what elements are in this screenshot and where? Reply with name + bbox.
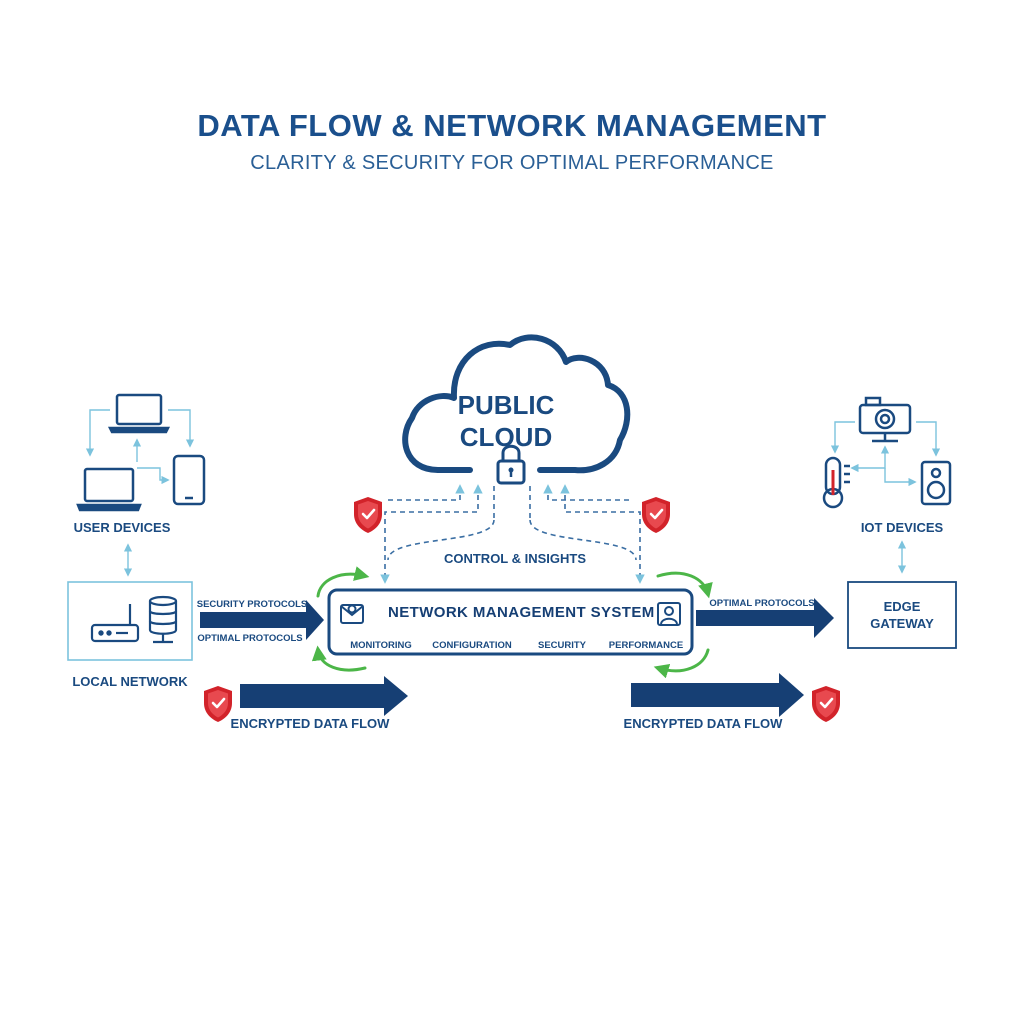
flow-label-left-top: SECURITY PROTOCOLS: [196, 599, 308, 610]
cloud-label-line1: PUBLIC: [457, 390, 555, 420]
flow-label-left-bottom: OPTIMAL PROTOCOLS: [197, 633, 303, 644]
cloud-label-line2: CLOUD: [459, 422, 553, 452]
encrypted-flow-label-left: ENCRYPTED DATA FLOW: [230, 716, 390, 731]
shield-icon-encrypted-right: [810, 684, 842, 724]
nms-title: NETWORK MANAGEMENT SYSTEM: [388, 604, 655, 621]
local-network-label: LOCAL NETWORK: [72, 674, 188, 689]
lock-icon: [496, 444, 526, 485]
nms-box: [327, 588, 694, 656]
laptop-icon: [76, 467, 142, 512]
edge-gateway-box: [847, 581, 957, 649]
control-insights-label: CONTROL & INSIGHTS: [443, 551, 587, 566]
mail-icon: [340, 604, 364, 624]
encrypted-flow-arrow-right: [631, 673, 804, 717]
encrypted-flow-arrow-left: [240, 676, 408, 716]
page-subtitle: CLARITY & SECURITY FOR OPTIMAL PERFORMAN…: [250, 152, 774, 174]
router-icon: [90, 604, 140, 643]
speaker-icon: [920, 460, 952, 506]
user-devices-group: [76, 393, 206, 512]
laptop-icon: [107, 393, 171, 434]
page-title: DATA FLOW & NETWORK MANAGEMENT: [197, 108, 827, 143]
thermometer-icon: [822, 456, 850, 509]
encrypted-flow-label-right: ENCRYPTED DATA FLOW: [623, 716, 783, 731]
cloud-connections: [380, 484, 645, 584]
user-devices-label: USER DEVICES: [73, 520, 171, 535]
shield-icon-encrypted-left: [202, 684, 234, 724]
nms-item-configuration: CONFIGURATION: [432, 640, 512, 651]
public-cloud-shape: [402, 334, 631, 474]
nms-item-security: SECURITY: [537, 640, 587, 651]
iot-devices-group: [822, 396, 952, 509]
iot-devices-label: IOT DEVICES: [860, 520, 944, 535]
green-cycle-arrows: [311, 566, 713, 679]
nms-item-monitoring: MONITORING: [350, 640, 412, 651]
camera-icon: [858, 396, 912, 443]
flow-arrow-left-into-nms: [200, 600, 324, 640]
server-icon: [148, 595, 178, 644]
iot-devices-links: [830, 421, 941, 574]
edge-gateway-label-line2: GATEWAY: [870, 616, 934, 631]
shield-icon-cloud-right: [640, 495, 672, 535]
shield-icon-cloud-left: [352, 495, 384, 535]
edge-gateway-label-line1: EDGE: [883, 599, 921, 614]
user-devices-links: [85, 409, 195, 577]
user-icon: [657, 602, 681, 626]
flow-label-right-top: OPTIMAL PROTOCOLS: [709, 598, 815, 609]
flow-arrow-nms-to-gateway: [696, 598, 834, 638]
smartphone-icon: [172, 454, 206, 506]
nms-item-performance: PERFORMANCE: [608, 640, 684, 651]
